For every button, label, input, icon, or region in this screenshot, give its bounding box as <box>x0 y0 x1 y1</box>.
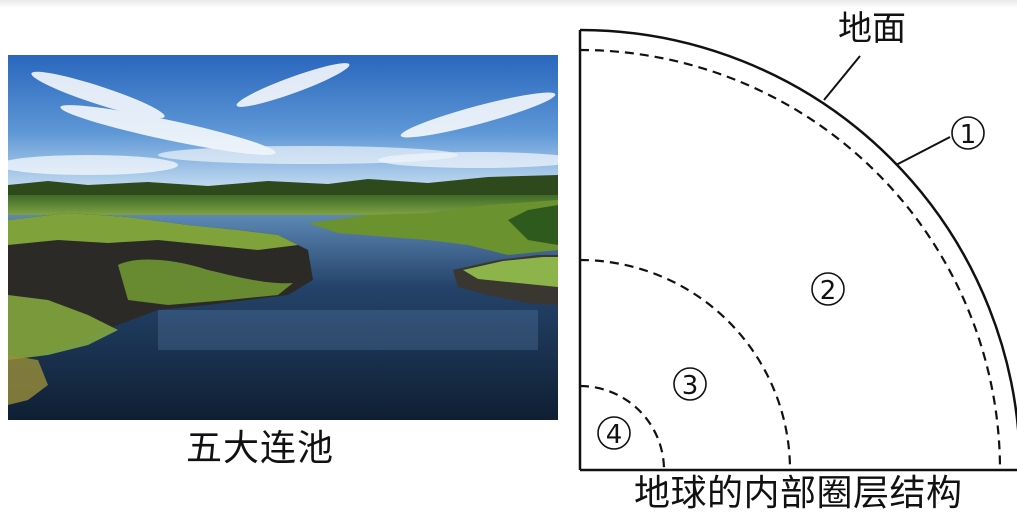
layer-4-circle <box>597 416 631 450</box>
layer-2-numeral: 2 <box>820 276 837 306</box>
grass-left <box>8 213 298 250</box>
clouds <box>8 63 558 175</box>
sky-reflection <box>158 310 538 350</box>
grass-right <box>463 257 558 287</box>
photo-caption: 五大连池 <box>186 428 335 469</box>
grass-right-far <box>308 200 558 255</box>
layer-1-circle <box>951 116 985 150</box>
reeds-foreground <box>8 355 48 405</box>
boundary-mantle-outer-core <box>579 258 792 471</box>
top-edge-strip <box>0 0 1017 8</box>
surface-leader-line <box>823 55 861 101</box>
trees-right <box>508 205 558 245</box>
landscape-illustration <box>8 55 558 420</box>
grass-foreground <box>8 295 118 360</box>
boundary-outer-inner-core <box>579 384 666 471</box>
ground-surface-arc <box>579 28 1017 432</box>
diagram-caption: 地球的内部圈层结构 <box>634 473 963 514</box>
grass-patch <box>118 259 293 305</box>
layer-2-marker: 2 <box>811 272 845 306</box>
layer-1-numeral: 1 <box>960 120 977 150</box>
layer-1-leader-line <box>895 136 951 166</box>
surface-label: 地面 <box>838 9 906 49</box>
layer-1-marker: 1 <box>951 116 985 150</box>
layer-3-marker: 3 <box>673 367 707 401</box>
layer-4-marker: 4 <box>597 416 631 450</box>
layer-3-circle <box>673 367 707 401</box>
earth-layers-svg: 地面 1 2 3 4 <box>578 9 1017 472</box>
layer-3-numeral: 3 <box>682 371 699 401</box>
boundary-crust-mantle <box>579 48 1002 471</box>
wudalianchi-photo <box>8 55 558 420</box>
earth-layers-diagram: 地面 1 2 3 4 <box>560 0 1017 475</box>
layer-2-circle <box>811 272 845 306</box>
layer-4-numeral: 4 <box>606 420 623 450</box>
